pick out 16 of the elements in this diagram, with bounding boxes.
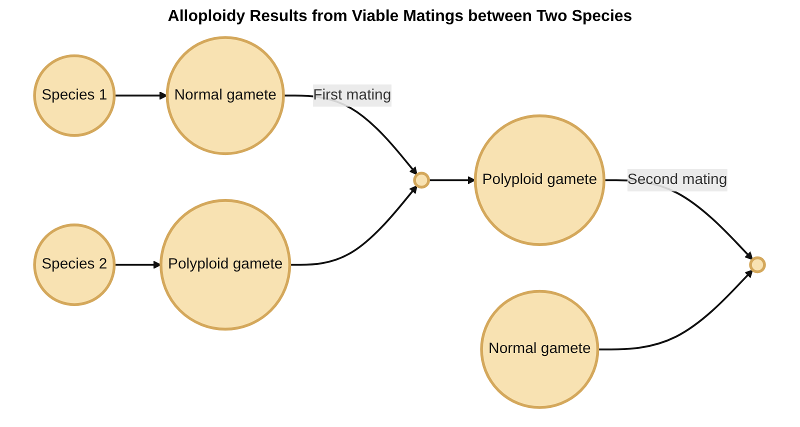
diagram-title: Alloploidy Results from Viable Matings between Two Species [166,7,634,27]
node-circle [414,172,430,189]
node-circle: Polyploid gamete [474,114,606,246]
edge-label: First mating [314,87,392,104]
arrow [114,260,162,269]
arrow [290,185,418,266]
node-circle: Polyploid gamete [160,199,292,331]
edge-label: Second mating [628,172,728,188]
node-circle: Normal gamete [480,290,600,409]
node-circle [750,256,766,274]
node-circle: Species 1 [34,54,116,137]
node-circle: Normal gamete [166,36,286,156]
arrow [114,91,168,100]
arrow [598,270,754,350]
arrow [429,176,476,184]
node-circle: Species 2 [34,224,116,306]
